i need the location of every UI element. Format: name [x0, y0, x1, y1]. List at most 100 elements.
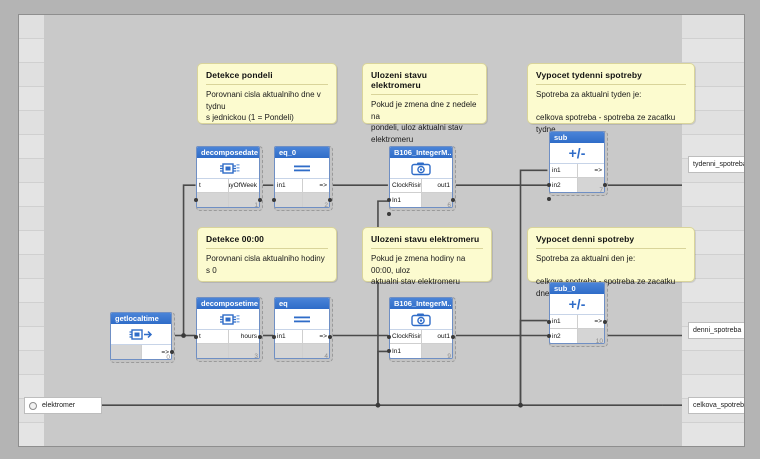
terminal-dot [603, 320, 607, 324]
port-in-t[interactable]: t [197, 330, 229, 343]
io-output-denni-spotreba[interactable]: denni_spotreba [688, 322, 744, 339]
terminal-dot [328, 335, 332, 339]
port-in-clockrising[interactable]: ClockRising [390, 330, 422, 343]
port-in-in1[interactable]: in1 [550, 315, 578, 328]
terminal-dot [387, 349, 391, 353]
comment-body: Spotreba za aktualni tyden je: celkova s… [536, 90, 676, 134]
io-label: celkova_spotreba [693, 402, 745, 409]
row-band [19, 423, 44, 446]
port-out-arrow[interactable]: => [594, 167, 602, 174]
port-in-t[interactable]: t [197, 179, 229, 192]
row-band [19, 135, 44, 159]
port-out-arrow[interactable]: => [594, 318, 602, 325]
terminal-dot [387, 335, 391, 339]
port-out-arrow[interactable]: => [161, 348, 169, 356]
block-eq[interactable]: eq in1 => [272, 297, 333, 362]
row-band [19, 375, 44, 399]
block-index: 9 [447, 353, 451, 360]
comment-title: Detekce pondeli [206, 70, 328, 85]
block-getlocaltime[interactable]: getlocaltime [110, 312, 175, 363]
port-out-arrow[interactable]: => [319, 182, 327, 189]
port-in-in2[interactable]: in2 [550, 329, 578, 343]
port-in-in2[interactable]: in2 [550, 178, 578, 192]
port-out-out1[interactable]: out1 [437, 333, 450, 340]
row-band [682, 375, 744, 399]
port-row-filler [275, 344, 329, 358]
comment-body: Pokud je zmena dne z nedele na pondeli, … [371, 100, 477, 144]
io-label: elektromer [42, 402, 76, 409]
plusminus-icon: +/- [550, 294, 604, 315]
block-sub[interactable]: sub +/- in1 => in2 [547, 131, 608, 201]
block-index: 3 [254, 353, 258, 360]
terminal-dot [387, 198, 391, 202]
port-out-hours[interactable]: hours [240, 333, 257, 340]
comment-detekce-pondeli[interactable]: Detekce pondeli Porovnani cisla aktualni… [197, 63, 337, 124]
comment-body: Pokud je zmena hodiny na 00:00, uloz akt… [371, 254, 466, 287]
terminal-dot [272, 335, 276, 339]
chip-icon [197, 158, 259, 179]
block-sub_0[interactable]: sub_0 +/- in1 => in2 [547, 282, 608, 347]
terminal-dot [603, 183, 607, 187]
port-in-in1[interactable]: in1 [275, 330, 303, 343]
row-band [682, 279, 744, 303]
block-title: getlocaltime [111, 313, 171, 324]
block-decomposedate[interactable]: decomposedate [194, 146, 263, 211]
port-in-clockrising[interactable]: ClockRising [390, 179, 422, 192]
terminal-dot [328, 198, 332, 202]
row-band [19, 351, 44, 375]
block-index: 0 [166, 354, 170, 361]
diagram-canvas[interactable]: Detekce pondeli Porovnani cisla aktualni… [44, 15, 695, 446]
equals-icon [275, 309, 329, 330]
plusminus-symbol: +/- [568, 296, 586, 312]
io-output-celkova-spotreba[interactable]: celkova_spotreba [688, 397, 745, 414]
chip-icon [197, 309, 259, 330]
port-in-in1[interactable]: in1 [275, 179, 303, 192]
row-band [682, 351, 744, 375]
comment-vypocet-denni-spotreby[interactable]: Vypocet denni spotreby Spotreba za aktua… [527, 227, 695, 298]
block-index: 10 [595, 338, 603, 345]
terminal-dot [451, 198, 455, 202]
comment-body: Spotreba za aktualni den je: celkova spo… [536, 254, 676, 298]
camera-icon [390, 309, 452, 330]
port-out-dayofweek[interactable]: dayOfWeek [229, 182, 258, 189]
comment-detekce-0000[interactable]: Detekce 00:00 Porovnani cisla aktualniho… [197, 227, 337, 282]
comment-title: Vypocet denni spotreby [536, 234, 686, 249]
comment-title: Ulozeni stavu elektromeru [371, 70, 478, 95]
row-band [19, 183, 44, 207]
port-out-out1[interactable]: out1 [437, 182, 450, 189]
row-band [19, 231, 44, 255]
row-band [19, 159, 44, 183]
block-index: 4 [324, 353, 328, 360]
port-row-filler [197, 344, 259, 358]
comment-ulozeni-stavu-elektromeru-tyden[interactable]: Ulozeni stavu elektromeru Pokud je zmena… [362, 63, 487, 144]
row-band [19, 279, 44, 303]
row-band [19, 111, 44, 135]
io-output-tydenni-spotreba[interactable]: tydenni_spotreba [688, 156, 745, 173]
block-eq_0[interactable]: eq_0 in1 => [272, 146, 333, 211]
terminal-dot [194, 335, 198, 339]
connector-circle-icon [29, 401, 37, 410]
comment-title: Vypocet tydenni spotreby [536, 70, 686, 85]
row-band [19, 15, 44, 39]
comment-ulozeni-stavu-elektromeru-den[interactable]: Ulozeni stavu elektromeru Pokud je zmena… [362, 227, 492, 286]
comment-vypocet-tydenni-spotreby[interactable]: Vypocet tydenni spotreby Spotreba za akt… [527, 63, 695, 134]
row-band [682, 183, 744, 207]
port-out-arrow[interactable]: => [319, 333, 327, 340]
block-decomposetime[interactable]: decomposetime [194, 297, 263, 362]
block-b106-integerm-day[interactable]: B106_IntegerM... ClockRising out1 [387, 297, 456, 362]
port-in-in1[interactable]: In1 [390, 193, 422, 207]
io-input-elektromer[interactable]: elektromer [24, 397, 102, 414]
row-band [19, 87, 44, 111]
io-label: tydenni_spotreba [693, 161, 745, 168]
plusminus-icon: +/- [550, 143, 604, 164]
block-title: decomposedate [197, 147, 259, 158]
port-in-in1[interactable]: In1 [390, 344, 422, 358]
block-title: sub_0 [550, 283, 604, 294]
comment-body: Porovnani cisla aktualniho dne v tydnu s… [206, 90, 321, 123]
block-b106-integerm-week[interactable]: B106_IntegerM... ClockRising out1 [387, 146, 456, 216]
port-in-in1[interactable]: in1 [550, 164, 578, 177]
block-title: B106_IntegerM... [390, 147, 452, 158]
row-band [682, 15, 744, 39]
row-band [19, 39, 44, 63]
